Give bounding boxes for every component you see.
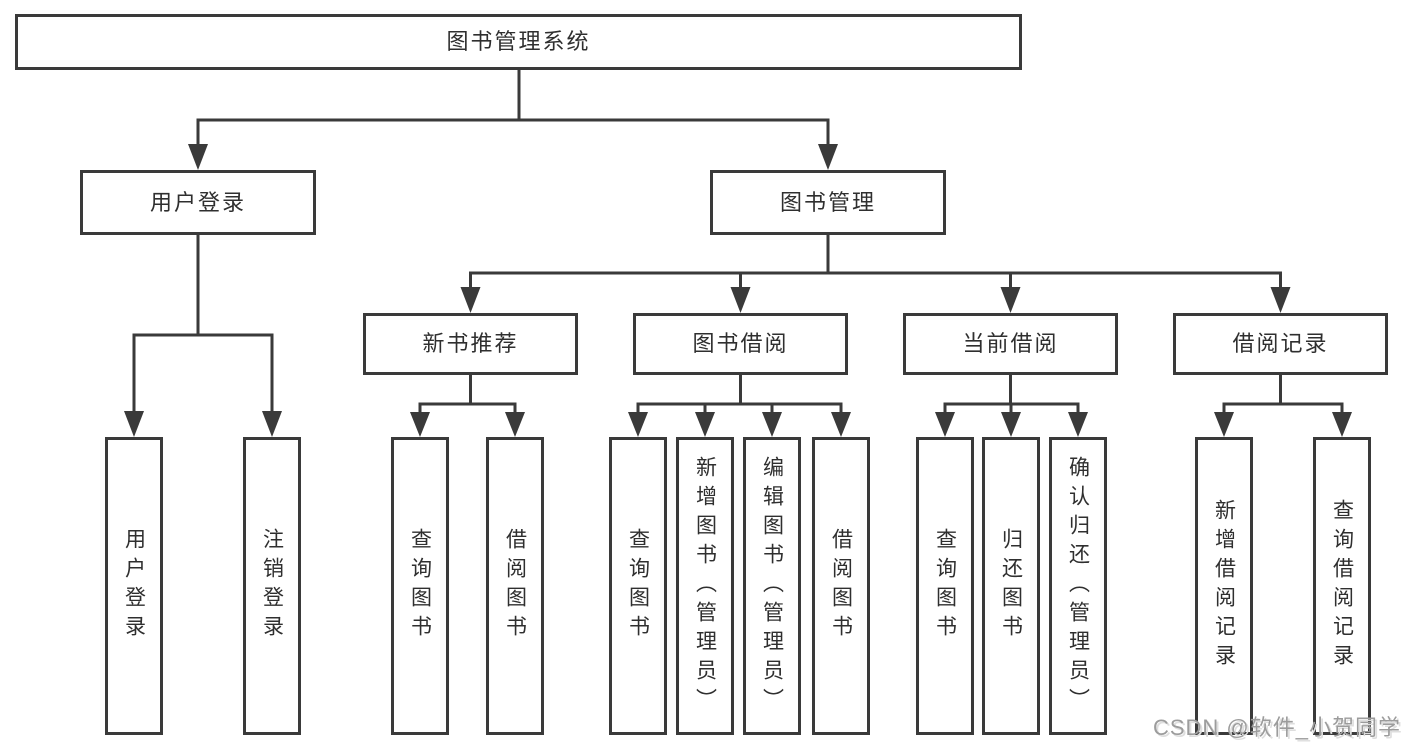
node-root-label: 图书管理系统	[446, 29, 591, 54]
connector-book-mgmt-to-level3	[460, 233, 1291, 313]
node-label: 新书推荐	[422, 331, 519, 356]
leaf-label: 查询借阅记录	[1330, 499, 1354, 673]
node-label: 借阅记录	[1232, 331, 1329, 356]
connector-new-book-rec-to-leaves	[410, 373, 525, 437]
leaf-label: 查询图书	[626, 528, 650, 644]
connector-root-to-level2	[188, 68, 838, 170]
leaf-query-books-current: 查询图书	[916, 437, 974, 735]
leaf-edit-books-admin: 编辑图书（管理员）	[743, 437, 801, 735]
leaf-borrow-books-rec: 借阅图书	[486, 437, 544, 735]
leaf-label: 确认归还（管理员）	[1066, 455, 1090, 717]
leaf-label: 借阅图书	[829, 528, 853, 644]
leaf-label: 借阅图书	[503, 528, 527, 644]
connector-current-borrow-to-leaves	[935, 373, 1088, 437]
connector-book-borrow-to-leaves	[628, 373, 851, 437]
leaf-label: 注销登录	[260, 528, 284, 644]
leaf-label: 查询图书	[408, 528, 432, 644]
node-label: 图书借阅	[692, 331, 789, 356]
node-label: 用户登录	[149, 189, 246, 215]
node-root-library-system: 图书管理系统	[15, 14, 1022, 70]
leaf-borrow-books: 借阅图书	[812, 437, 870, 735]
node-label: 图书管理	[779, 189, 876, 215]
node-new-book-recommendation: 新书推荐	[363, 313, 578, 375]
leaf-logout: 注销登录	[243, 437, 301, 735]
csdn-watermark: CSDN @软件_小贺同学	[1152, 715, 1401, 740]
leaf-user-login: 用户登录	[105, 437, 163, 735]
node-borrowing-records: 借阅记录	[1173, 313, 1388, 375]
leaf-label: 新增借阅记录	[1212, 499, 1236, 673]
leaf-label: 归还图书	[999, 528, 1023, 644]
node-current-borrowing: 当前借阅	[903, 313, 1118, 375]
leaf-label: 新增图书（管理员）	[693, 455, 717, 717]
node-book-management-branch: 图书管理	[710, 170, 946, 235]
leaf-add-books-admin: 新增图书（管理员）	[676, 437, 734, 735]
leaf-confirm-return-admin: 确认归还（管理员）	[1049, 437, 1107, 735]
connector-user-login-to-leaves	[124, 233, 282, 437]
leaf-query-books-rec: 查询图书	[391, 437, 449, 735]
leaf-query-borrow-record: 查询借阅记录	[1313, 437, 1371, 735]
leaf-add-borrow-record: 新增借阅记录	[1195, 437, 1253, 735]
node-user-login-branch: 用户登录	[80, 170, 316, 235]
connector-borrow-record-to-leaves	[1214, 373, 1352, 437]
leaf-label: 查询图书	[933, 528, 957, 644]
leaf-query-books-borrow: 查询图书	[609, 437, 667, 735]
leaf-label: 编辑图书（管理员）	[760, 455, 784, 717]
leaf-label: 用户登录	[122, 528, 146, 644]
leaf-return-books: 归还图书	[982, 437, 1040, 735]
node-book-borrowing: 图书借阅	[633, 313, 848, 375]
node-label: 当前借阅	[962, 331, 1059, 356]
